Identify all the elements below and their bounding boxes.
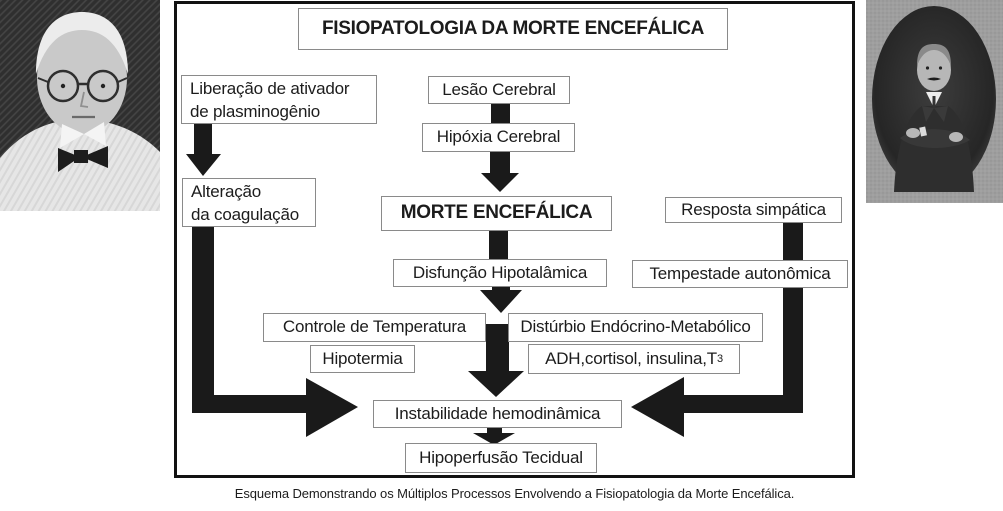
left-portrait-photo bbox=[0, 0, 160, 211]
node-label: da coagulação bbox=[191, 204, 299, 224]
node-label: Resposta simpática bbox=[681, 199, 826, 219]
arrow-disfuncao-to-split bbox=[480, 285, 522, 313]
node-lesao-cerebral: Lesão Cerebral bbox=[428, 76, 570, 104]
node-label: Distúrbio Endócrino-Metabólico bbox=[520, 317, 751, 337]
arrow-center-to-instabilidade bbox=[468, 324, 524, 397]
node-hipoperfusao-tecidual: Hipoperfusão Tecidual bbox=[405, 443, 597, 473]
node-liberacao-plasminogenio: Liberação de ativador de plasminogênio bbox=[181, 75, 377, 124]
node-label: Hipóxia Cerebral bbox=[436, 127, 561, 147]
figure-caption: Esquema Demonstrando os Múltiplos Proces… bbox=[234, 486, 795, 501]
node-hipoxia-cerebral: Hipóxia Cerebral bbox=[422, 123, 575, 152]
node-alteracao-coagulacao: Alteração da coagulação bbox=[182, 178, 316, 227]
arrow-morte-to-disfuncao bbox=[489, 228, 508, 261]
node-hipotermia: Hipotermia bbox=[310, 345, 415, 373]
node-label: Lesão Cerebral bbox=[442, 79, 556, 99]
node-label: Alteração bbox=[191, 181, 262, 201]
node-label: ADH,cortisol, insulina,T bbox=[545, 348, 717, 368]
arrow-left-elbow-to-instabilidade bbox=[192, 225, 358, 437]
arrow-liberacao-to-alteracao bbox=[186, 120, 221, 176]
node-disfuncao-hipotalamica: Disfunção Hipotalâmica bbox=[393, 259, 607, 287]
diagram-title: FISIOPATOLOGIA DA MORTE ENCEFÁLICA bbox=[321, 17, 705, 39]
arrow-lesao-to-hipoxia bbox=[491, 100, 510, 126]
node-label: MORTE ENCEFÁLICA bbox=[400, 202, 593, 224]
man-oval-portrait-icon bbox=[866, 0, 1003, 203]
node-disturbio-endocrino: Distúrbio Endócrino-Metabólico bbox=[508, 313, 763, 342]
node-morte-encefalica: MORTE ENCEFÁLICA bbox=[381, 196, 612, 231]
arrow-instabilidade-to-hipoperfusao bbox=[473, 426, 515, 445]
node-label: Instabilidade hemodinâmica bbox=[394, 403, 601, 423]
title-box: FISIOPATOLOGIA DA MORTE ENCEFÁLICA bbox=[298, 8, 728, 50]
arrow-hipoxia-to-morte bbox=[481, 149, 519, 192]
node-label: Disfunção Hipotalâmica bbox=[412, 262, 588, 282]
node-label: Hipotermia bbox=[322, 348, 403, 368]
node-label: Controle de Temperatura bbox=[282, 317, 467, 337]
node-label: de plasminogênio bbox=[190, 101, 321, 121]
node-label: Liberação de ativador bbox=[190, 78, 350, 98]
right-portrait-photo bbox=[866, 0, 1003, 203]
node-resposta-simpatica: Resposta simpática bbox=[665, 197, 842, 223]
node-tempestade-autonomica: Tempestade autonômica bbox=[632, 260, 848, 288]
node-label: Tempestade autonômica bbox=[649, 263, 831, 283]
elderly-man-portrait-icon bbox=[0, 0, 160, 211]
node-label: Hipoperfusão Tecidual bbox=[419, 447, 583, 467]
node-instabilidade-hemodinamica: Instabilidade hemodinâmica bbox=[373, 400, 622, 428]
node-controle-temperatura: Controle de Temperatura bbox=[263, 313, 486, 342]
